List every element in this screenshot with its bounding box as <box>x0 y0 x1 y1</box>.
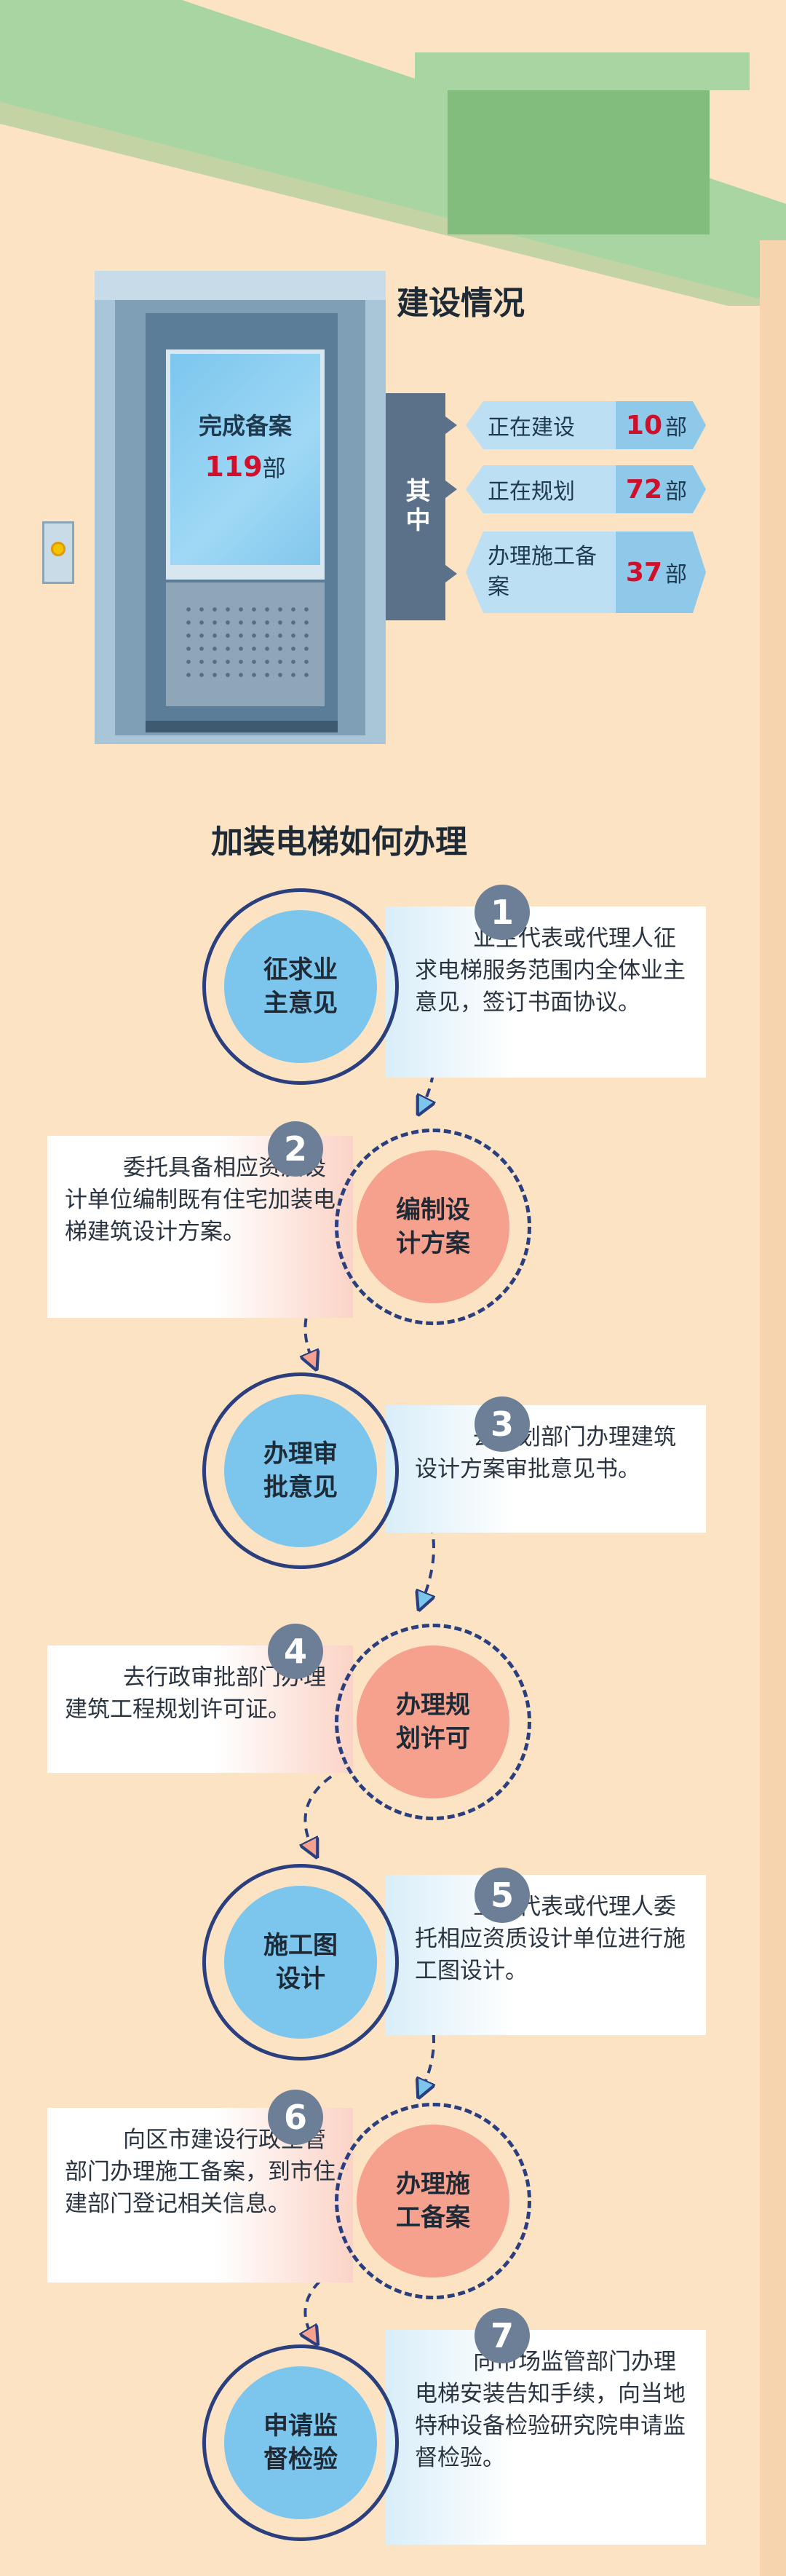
step-7-description: 向市场监管部门办理电梯安装告知手续，向当地特种设备检验研究院申请监督检验。 <box>386 2330 706 2545</box>
step-1-description: 业主代表或代理人征求电梯服务范围内全体业主意见，签订书面协议。 <box>386 906 706 1078</box>
elevator-vent <box>182 603 310 683</box>
connector-6-7 <box>305 2270 333 2337</box>
total-unit: 部 <box>262 454 286 482</box>
step-3-number: 3 <box>475 1396 530 1452</box>
step-5-name: 施工图设计 <box>263 1931 338 1994</box>
step-5-number: 5 <box>475 1868 530 1923</box>
construction-title: 建设情况 <box>397 285 525 322</box>
step-7-circle: 申请监督检验 <box>224 2366 377 2519</box>
step-5-circle: 施工图设计 <box>224 1886 377 2039</box>
total-count: 119部 <box>166 450 325 483</box>
step-4-ring <box>335 1624 531 1820</box>
roof-illustration <box>0 0 786 306</box>
step-6-circle: 办理施工备案 <box>357 2125 509 2277</box>
step-3-name: 办理审批意见 <box>263 1439 338 1502</box>
of-which-label: 其中 <box>386 393 445 620</box>
step-2-circle: 编制设计方案 <box>357 1150 509 1303</box>
elevator-handrail <box>166 565 325 580</box>
connector-4-5 <box>305 1775 333 1849</box>
building-wall-edge <box>760 240 786 2576</box>
step-1-circle: 征求业主意见 <box>224 910 377 1063</box>
stat-label: 正在规划 <box>466 465 616 513</box>
step-7-number: 7 <box>475 2308 530 2363</box>
step-5-description: 业主代表或代理人委托相应资质设计单位进行施工图设计。 <box>386 1875 706 2035</box>
step-3-description: 去规划部门办理建筑设计方案审批意见书。 <box>386 1405 706 1533</box>
stat-label: 正在建设 <box>466 401 616 449</box>
step-6-name: 办理施工备案 <box>396 2170 470 2232</box>
step-2-ring <box>335 1129 531 1325</box>
step-2-number: 2 <box>268 1121 323 1177</box>
elevator-top-panel <box>95 271 386 300</box>
step-4-name: 办理规划许可 <box>396 1691 470 1753</box>
connector-2-3 <box>305 1280 333 1362</box>
step-6-number: 6 <box>268 2090 323 2145</box>
call-button-icon <box>51 542 66 556</box>
total-value: 119 <box>205 451 263 483</box>
step-4-circle: 办理规划许可 <box>357 1645 509 1798</box>
process-title: 加装电梯如何办理 <box>211 823 467 861</box>
of-which-text: 其中 <box>401 478 430 536</box>
step-1-ring <box>202 888 399 1085</box>
step-4-number: 4 <box>268 1624 323 1679</box>
total-label: 完成备案 <box>198 412 292 440</box>
connector-1-2 <box>406 1003 434 1107</box>
pointer-arrow-icon <box>445 416 457 434</box>
pointer-arrow-icon <box>445 565 457 582</box>
step-5-ring <box>202 1864 399 2061</box>
stat-label: 办理施工备案 <box>466 532 616 613</box>
step-6-description: 向区市建设行政主管部门办理施工备案，到市住建部门登记相关信息。 <box>47 2108 353 2283</box>
step-2-name: 编制设计方案 <box>396 1196 470 1258</box>
elevator-floor <box>146 721 338 732</box>
step-7-name: 申请监督检验 <box>263 2411 338 2474</box>
step-6-ring <box>335 2103 531 2299</box>
connector-3-4 <box>406 1484 434 1602</box>
step-1-number: 1 <box>475 885 530 940</box>
step-3-circle: 办理审批意见 <box>224 1394 377 1547</box>
elevator-window <box>166 349 325 569</box>
step-7-ring <box>202 2344 399 2541</box>
step-3-ring <box>202 1372 399 1569</box>
pointer-arrow-icon <box>445 481 457 498</box>
step-1-name: 征求业主意见 <box>263 955 338 1018</box>
